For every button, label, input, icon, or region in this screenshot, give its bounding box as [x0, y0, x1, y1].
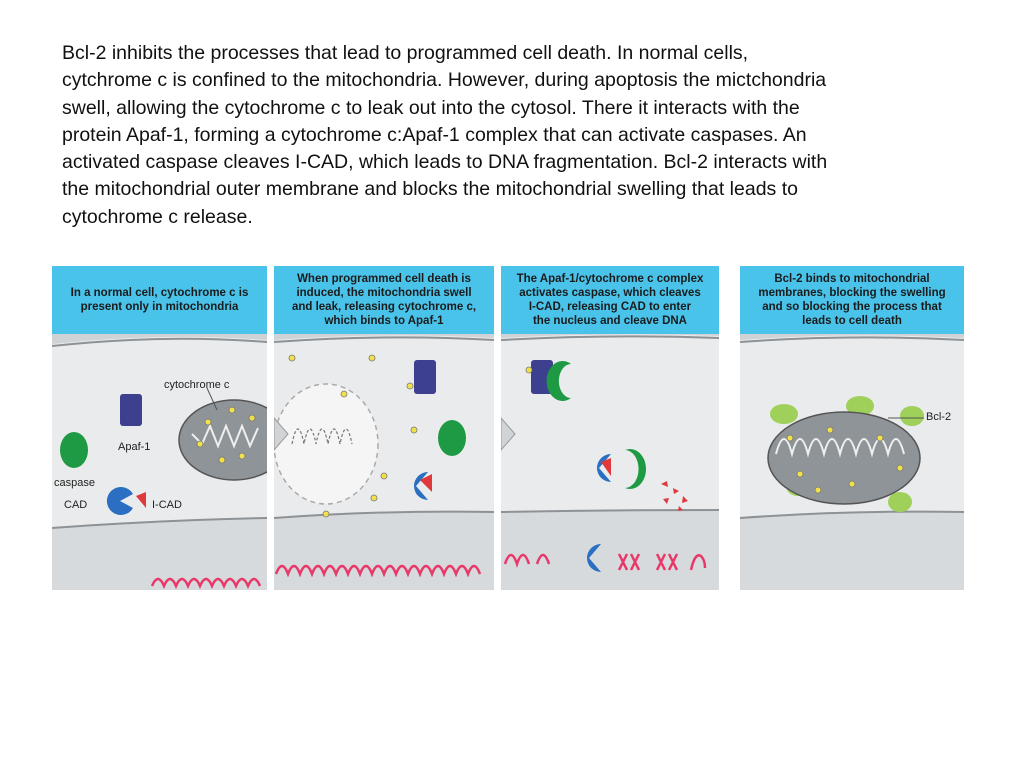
- caspase-illustration: [501, 334, 719, 590]
- label-caspase: caspase: [54, 477, 95, 489]
- swelling-illustration: [274, 334, 494, 590]
- panel-swelling: When programmed cell death is induced, t…: [274, 266, 494, 590]
- caspase-icon: [546, 361, 571, 401]
- label-cad: CAD: [64, 499, 87, 511]
- panel-bcl2-block: Bcl-2 binds to mitochondrial membranes, …: [740, 266, 964, 590]
- apaf1-icon: [120, 394, 142, 426]
- icad-icon: [136, 492, 146, 508]
- panel-caption: In a normal cell, cytochrome c is presen…: [52, 266, 267, 334]
- mitochondrion: [767, 411, 921, 505]
- label-apaf: Apaf-1: [118, 441, 150, 453]
- panel-normal-cell: In a normal cell, cytochrome c is presen…: [52, 266, 267, 590]
- intro-paragraph: Bcl-2 inhibits the processes that lead t…: [62, 42, 828, 228]
- dna-fragments: [503, 553, 707, 571]
- bcl2-illustration: Bcl-2: [740, 334, 964, 590]
- apaf1-icon: [414, 360, 436, 394]
- panel-caption: When programmed cell death is induced, t…: [274, 266, 494, 334]
- dna-strand: [274, 564, 482, 578]
- caspase-icon: [60, 432, 88, 468]
- dna-strand: [150, 577, 262, 590]
- panel-caption: The Apaf-1/cytochrome c complex activate…: [501, 266, 719, 334]
- mitochondrion: [178, 399, 267, 481]
- icad-icon: [420, 474, 432, 492]
- caspase-icon: [438, 420, 466, 456]
- cad-icon: [414, 472, 428, 500]
- panel-caption: Bcl-2 binds to mitochondrial membranes, …: [740, 266, 964, 334]
- label-cytochrome: cytochrome c: [164, 379, 230, 391]
- panel-caspase-activation: The Apaf-1/cytochrome c complex activate…: [501, 266, 719, 590]
- label-bcl2: Bcl-2: [926, 411, 951, 423]
- cad-icon: [597, 454, 611, 482]
- normal-cell-illustration: cytochrome c Apaf-1 caspase CAD I-CAD: [52, 334, 267, 590]
- label-icad: I-CAD: [152, 499, 182, 511]
- cad-icon: [106, 487, 133, 515]
- swollen-mitochondrion: [274, 383, 379, 505]
- icad-fragments: [661, 481, 688, 511]
